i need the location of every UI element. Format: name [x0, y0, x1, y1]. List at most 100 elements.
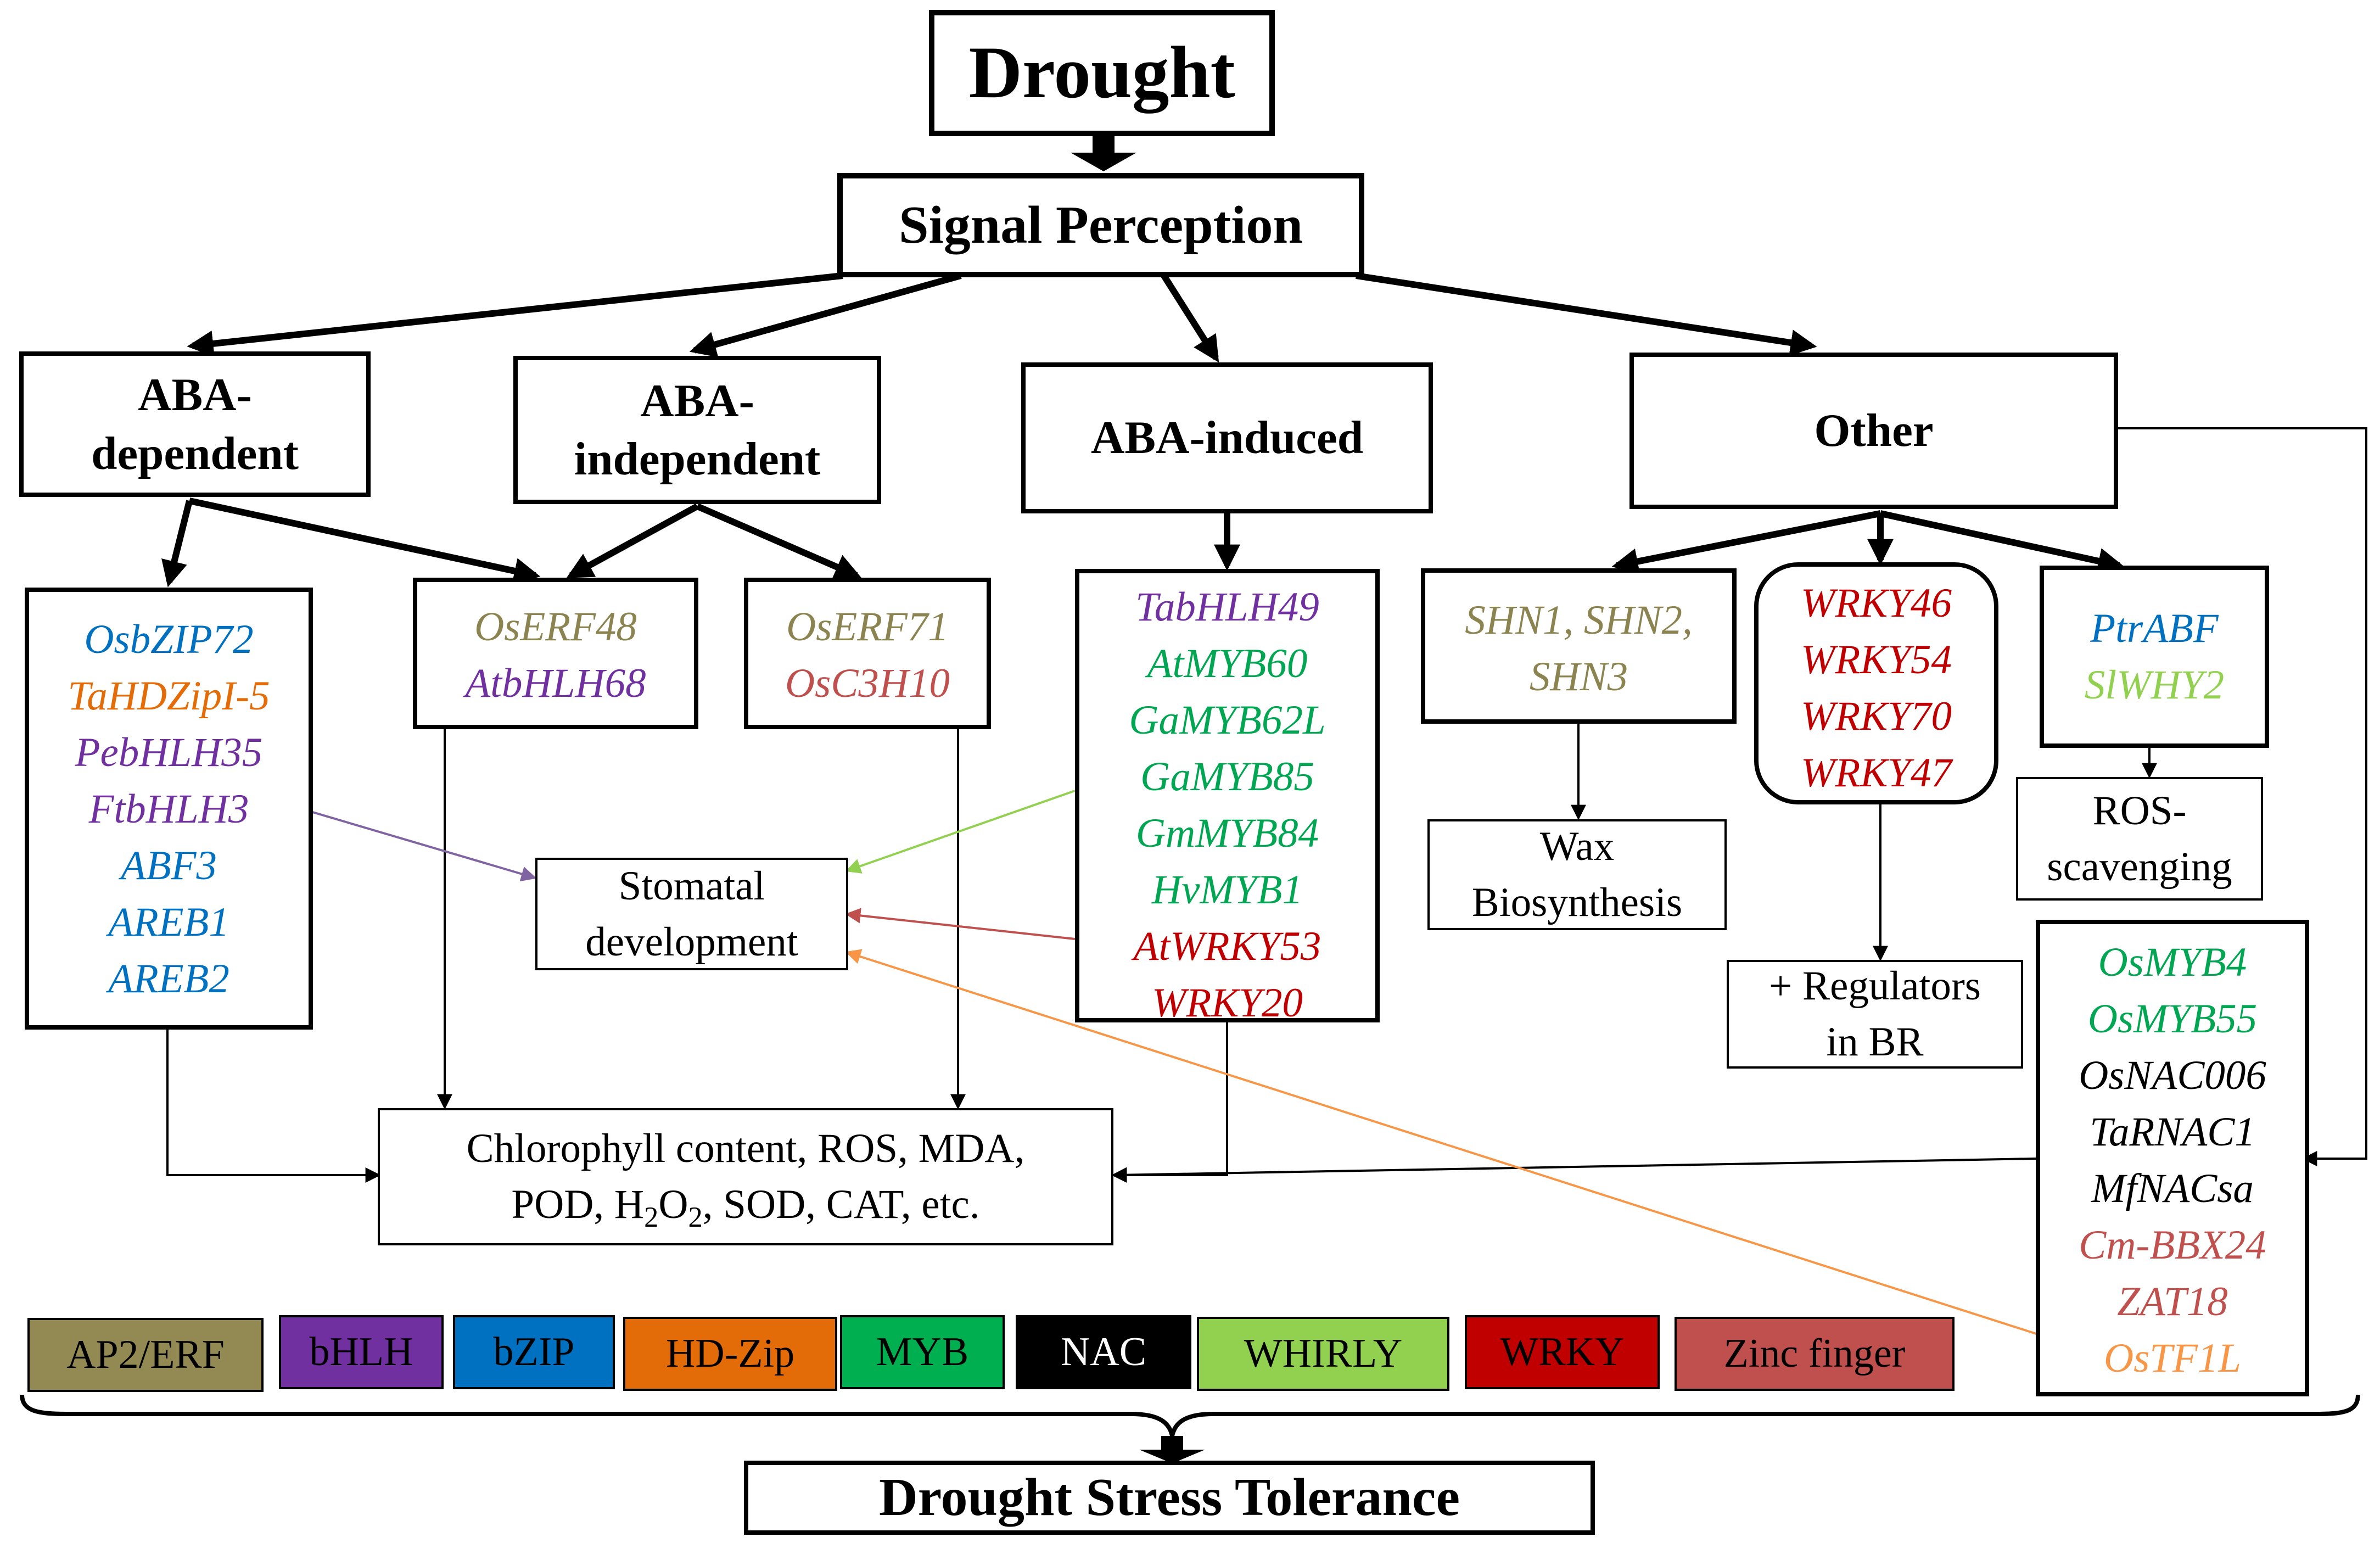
aba-independent-line2: independent	[574, 433, 821, 485]
arrow-signal-to-aba-dependent	[187, 272, 843, 357]
gene-oserf71: OsERF71	[786, 604, 949, 650]
wrky-genes-box: WRKY46 WRKY54 WRKY70 WRKY47	[1754, 562, 1998, 804]
gene-hvmyb1: HvMYB1	[1152, 867, 1303, 913]
gene-areb1: AREB1	[108, 899, 229, 945]
ros-line1: ROS-	[2092, 787, 2187, 834]
aba-dependent-line2: dependent	[91, 427, 299, 479]
legend-myb: MYB	[840, 1315, 1005, 1389]
legend-zinc-finger: Zinc finger	[1675, 1317, 1955, 1391]
gene-shn1-shn2: SHN1, SHN2,	[1465, 597, 1693, 643]
arrow-signal-to-aba-independent	[689, 272, 962, 357]
regulators-line2: in BR	[1826, 1019, 1924, 1065]
ros-line2: scavenging	[2047, 843, 2232, 890]
gene-gamyb62l: GaMYB62L	[1129, 697, 1326, 743]
gene-cm-bbx24: Cm-BBX24	[2079, 1222, 2266, 1268]
legend-hdzip: HD-Zip	[623, 1317, 837, 1391]
gene-abf3: ABF3	[121, 843, 217, 888]
gene-tarnac1: TaRNAC1	[2090, 1109, 2255, 1155]
chloro-line2-a: POD, H	[511, 1182, 645, 1227]
gene-zat18: ZAT18	[2117, 1279, 2228, 1324]
legend-nac: NAC	[1016, 1315, 1191, 1389]
other-label: Other	[1814, 405, 1934, 457]
aba-independent-genes-box-2: OsERF71 OsC3H10	[744, 578, 991, 729]
arrow-signal-to-aba-induced	[1161, 273, 1219, 363]
arrow-atwrky53-to-stomatal	[845, 908, 1076, 940]
gene-mfnacsa: MfNACsa	[2091, 1166, 2254, 1211]
gene-oserf48: OsERF48	[474, 604, 637, 650]
block-arrow-head	[1071, 153, 1136, 171]
gene-tabhlh49: TabHLH49	[1135, 584, 1319, 630]
arrow-ostf1l-to-stomatal	[845, 949, 2039, 1335]
gene-wrky46: WRKY46	[1800, 580, 1952, 626]
regulators-box: + Regulators in BR	[1727, 960, 2023, 1069]
gene-osmyb4: OsMYB4	[2098, 940, 2247, 985]
stomatal-line1: Stomatal	[618, 863, 765, 909]
gene-wrky54: WRKY54	[1800, 637, 1952, 683]
aba-induced-label: ABA-induced	[1091, 412, 1363, 464]
gene-wrky47: WRKY47	[1800, 750, 1952, 796]
chloro-line2-b: O	[658, 1182, 688, 1227]
arrow-other-to-ptrabf	[1879, 510, 2125, 574]
gene-ftbhlh3: FtbHLH3	[88, 786, 249, 832]
aba-induced-genes-box: TabHLH49 AtMYB60 GaMYB62L GaMYB85 GmMYB8…	[1075, 569, 1380, 1026]
gene-atmyb60: AtMYB60	[1147, 641, 1308, 686]
chloro-line1: Chlorophyll content, ROS, MDA,	[466, 1126, 1025, 1171]
gene-wrky70: WRKY70	[1800, 694, 1952, 739]
aba-dependent-line1: ABA-	[138, 369, 252, 421]
aba-dependent-box: ABA- dependent	[19, 351, 371, 497]
legend-bzip: bZIP	[453, 1315, 615, 1389]
aba-induced-box: ABA-induced	[1021, 362, 1433, 513]
legend-wrky: WRKY	[1465, 1315, 1660, 1389]
chloro-sub2: 2	[688, 1201, 703, 1233]
gene-osnac006: OsNAC006	[2079, 1053, 2266, 1098]
gene-atbhlh68: AtbHLH68	[465, 661, 646, 706]
drought-box: Drought	[929, 10, 1275, 136]
drought-stress-tolerance-box: Drought Stress Tolerance	[744, 1461, 1595, 1535]
arrow-ftbhlh3-to-stomatal	[277, 801, 537, 882]
legend-ap2erf: AP2/ERF	[27, 1318, 264, 1392]
legend-bhlh: bHLH	[279, 1315, 444, 1389]
ros-scavenging-box: ROS- scavenging	[2016, 777, 2263, 901]
gene-pebhlh35: PebHLH35	[75, 730, 263, 775]
gene-osmyb55: OsMYB55	[2087, 996, 2258, 1042]
chloro-line2: POD, H2O2, SOD, CAT, etc.	[511, 1177, 979, 1233]
arrow-other-genes-to-chloro	[1111, 1158, 2036, 1183]
shn-genes-box: SHN1, SHN2, SHN3	[1421, 568, 1737, 724]
regulators-line1: + Regulators	[1769, 963, 1981, 1009]
drought-label: Drought	[968, 31, 1235, 114]
aba-independent-line1: ABA-	[640, 374, 754, 427]
gene-shn3: SHN3	[1529, 654, 1628, 700]
gene-areb2: AREB2	[108, 956, 229, 1002]
arrow-dep-to-osERF48	[188, 497, 541, 584]
gene-ostf1l: OsTF1L	[2103, 1335, 2242, 1381]
arrow-signal-to-other	[1356, 272, 1817, 356]
arrow-indep-to-osERF48	[566, 503, 699, 579]
curly-bracket	[20, 1394, 2360, 1436]
other-genes-box: OsMYB4 OsMYB55 OsNAC006 TaRNAC1 MfNACsa …	[2036, 920, 2309, 1396]
stomatal-line2: development	[585, 919, 798, 965]
wax-line2: Biosynthesis	[1471, 880, 1683, 925]
block-arrow-head	[1139, 1450, 1205, 1463]
arrow-induced-green-to-stomatal	[845, 790, 1076, 874]
wax-biosynthesis-box: Wax Biosynthesis	[1427, 819, 1727, 930]
ptrabf-genes-box: PtrABF SlWHY2	[2040, 566, 2269, 748]
aba-independent-box: ABA- independent	[513, 356, 881, 504]
arrow-dep-to-genes	[161, 500, 193, 588]
arrow-induced-to-chloro	[1111, 1022, 1228, 1183]
gene-ptrabf: PtrABF	[2090, 606, 2219, 651]
chloro-sub1: 2	[644, 1201, 659, 1233]
arrow-other-to-other-genes	[2114, 427, 2367, 1166]
gene-wrky20: WRKY20	[1151, 980, 1303, 1026]
arrow-indep-to-osERF71	[696, 503, 861, 579]
gene-atwrky53: AtWRKY53	[1133, 924, 1321, 969]
gene-gamyb85: GaMYB85	[1140, 754, 1314, 800]
legend-whirly: WHIRLY	[1197, 1317, 1449, 1391]
wax-line1: Wax	[1539, 824, 1615, 869]
other-box: Other	[1629, 353, 2118, 509]
gene-osc3h10: OsC3H10	[785, 661, 950, 706]
arrow-other-to-shn	[1611, 510, 1881, 575]
gene-slwhy2: SlWHY2	[2084, 662, 2225, 708]
signal-perception-label: Signal Perception	[899, 195, 1303, 255]
signal-perception-box: Signal Perception	[837, 173, 1364, 277]
aba-dependent-genes-box: OsbZIP72 TaHDZipI-5 PebHLH35 FtbHLH3 ABF…	[25, 588, 313, 1030]
